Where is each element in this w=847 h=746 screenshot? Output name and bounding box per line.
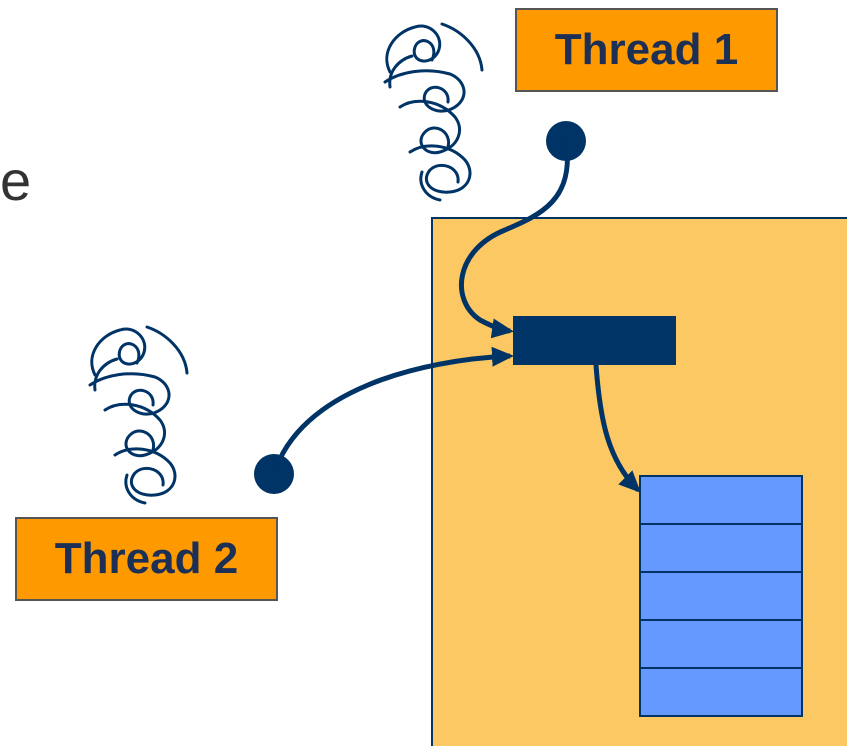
thread2-label: Thread 2 [15,517,278,601]
thread2-label-text: Thread 2 [54,534,239,583]
stack-cell [639,619,803,669]
stack-cell [639,523,803,573]
stack [639,475,803,717]
thread-scribble-icon [88,325,189,505]
thread1-label-text: Thread 1 [554,25,739,74]
thread2-arrow [271,346,514,475]
stack-cell [639,667,803,717]
stack-cell [639,571,803,621]
thread1-arrow [458,140,570,339]
pointer-block [513,316,676,365]
block-to-stack-arrow [593,364,641,493]
thread-scribble-icon [383,22,484,202]
slide-text-fragment: e [0,149,32,212]
stack-cell [639,475,803,525]
thread1-label: Thread 1 [515,8,778,92]
